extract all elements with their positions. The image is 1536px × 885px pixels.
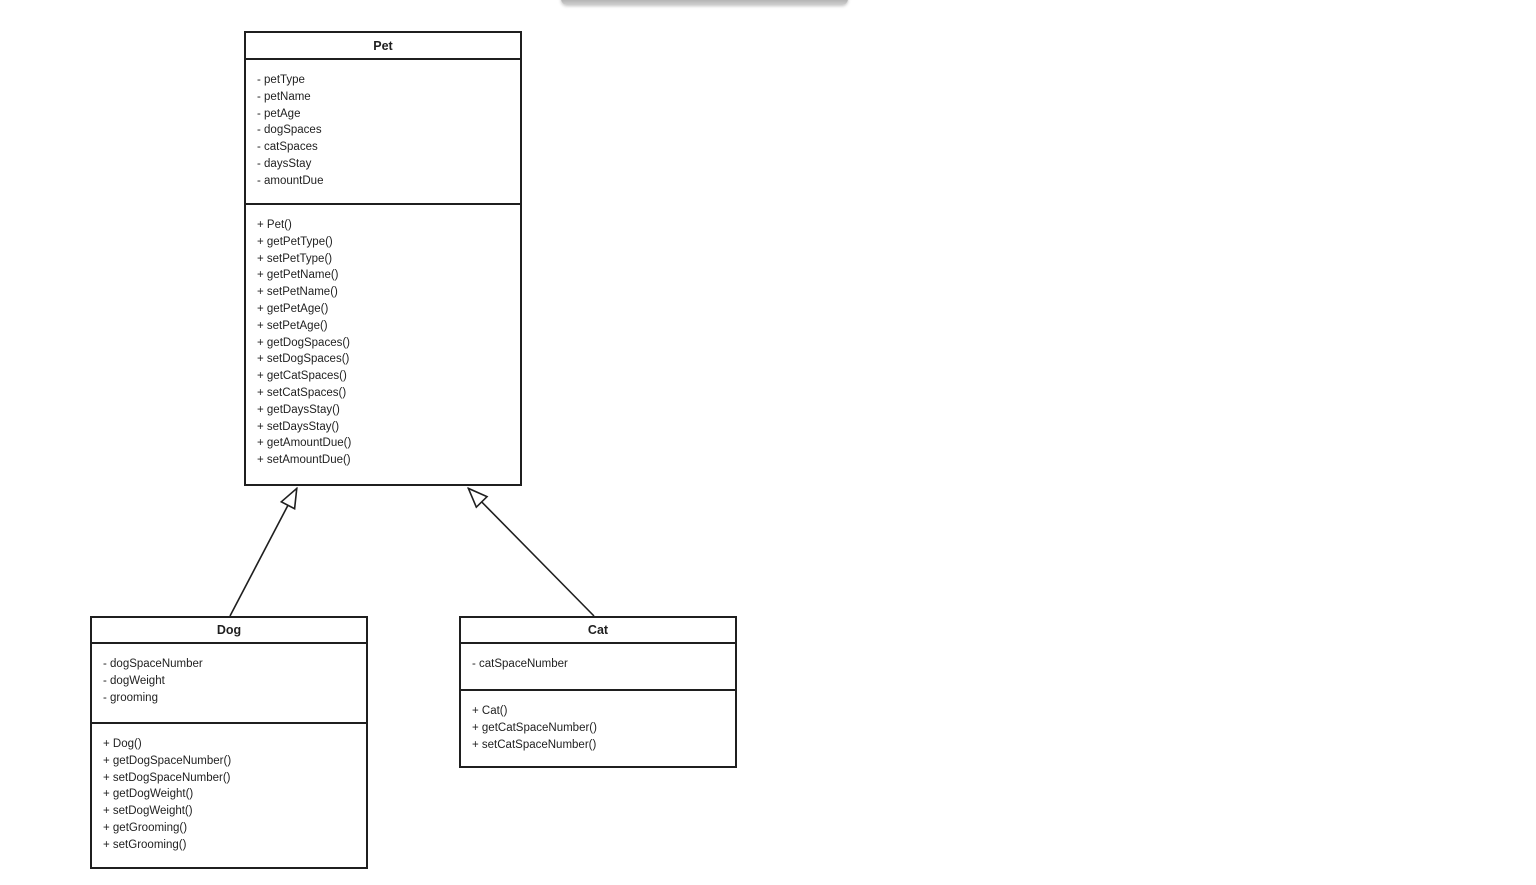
class-box-dog: Dog - dogSpaceNumber - dogWeight - groomin… [90,616,368,869]
method-line: + setPetName() [257,286,338,299]
method-line: + setAmountDue() [257,454,351,467]
attribute-line: - dogSpaceNumber [103,658,203,670]
class-methods-section: + Dog() + getDogSpaceNumber() + setDogSpac… [92,724,366,867]
attribute-line: - catSpaceNumber [472,658,568,670]
class-methods-section: + Cat() + getCatSpaceNumber() + setCatSpac… [461,691,735,766]
method-line: + getDaysStay() [257,403,340,416]
method-line: + setPetType() [257,252,333,265]
attribute-line: - daysStay [257,157,312,170]
attribute-line: - petType [257,74,305,86]
method-line: + getPetName() [257,269,339,282]
attribute-line: - dogSpaces [257,124,322,137]
method-line: + getCatSpaceNumber() [472,721,597,734]
method-line: + getDogSpaceNumber() [103,754,232,767]
method-line: + getGrooming() [103,821,188,834]
inheritance-arrow-dog-to-pet [229,488,297,617]
method-line: + setCatSpaceNumber() [472,738,597,751]
method-line: + setCatSpaces() [257,386,347,399]
attribute-line: - catSpaces [257,141,318,154]
inheritance-arrow-cat-to-pet [468,488,595,617]
attribute-line: - dogWeight [103,674,165,687]
method-line: + getPetType() [257,235,333,248]
method-line: + getAmountDue() [257,437,352,450]
class-attributes-section: - dogSpaceNumber - dogWeight - grooming [92,644,366,724]
method-line: + setGrooming() [103,838,187,851]
class-title: Cat [461,618,735,644]
class-title: Pet [246,33,520,60]
method-line: + setDogSpaces() [257,353,350,366]
method-line: + setDogSpaceNumber() [103,771,231,784]
class-attributes-section: - catSpaceNumber [461,644,735,691]
attribute-line: - grooming [103,691,158,704]
class-box-pet: Pet - petType - petName - petAge - dogSpace… [244,31,522,486]
attribute-line: - petAge [257,107,301,120]
cropped-toolbar-shadow [561,0,848,5]
method-line: + setPetAge() [257,319,328,332]
method-line: + getDogWeight() [103,788,194,801]
class-methods-section: + Pet() + getPetType() + setPetType() + get… [246,205,520,484]
attribute-line: - petName [257,90,311,103]
method-line: + Dog() [103,738,142,750]
class-title: Dog [92,618,366,644]
attribute-line: - amountDue [257,174,324,187]
class-attributes-section: - petType - petName - petAge - dogSpaces - c… [246,60,520,205]
method-line: + getCatSpaces() [257,370,347,383]
method-line: + getPetAge() [257,302,329,315]
method-line: + setDogWeight() [103,805,193,818]
method-line: + Pet() [257,219,292,231]
method-line: + Cat() [472,705,508,717]
method-line: + getDogSpaces() [257,336,351,349]
class-box-cat: Cat - catSpaceNumber + Cat() + getCatSpac… [459,616,737,768]
method-line: + setDaysStay() [257,420,340,433]
